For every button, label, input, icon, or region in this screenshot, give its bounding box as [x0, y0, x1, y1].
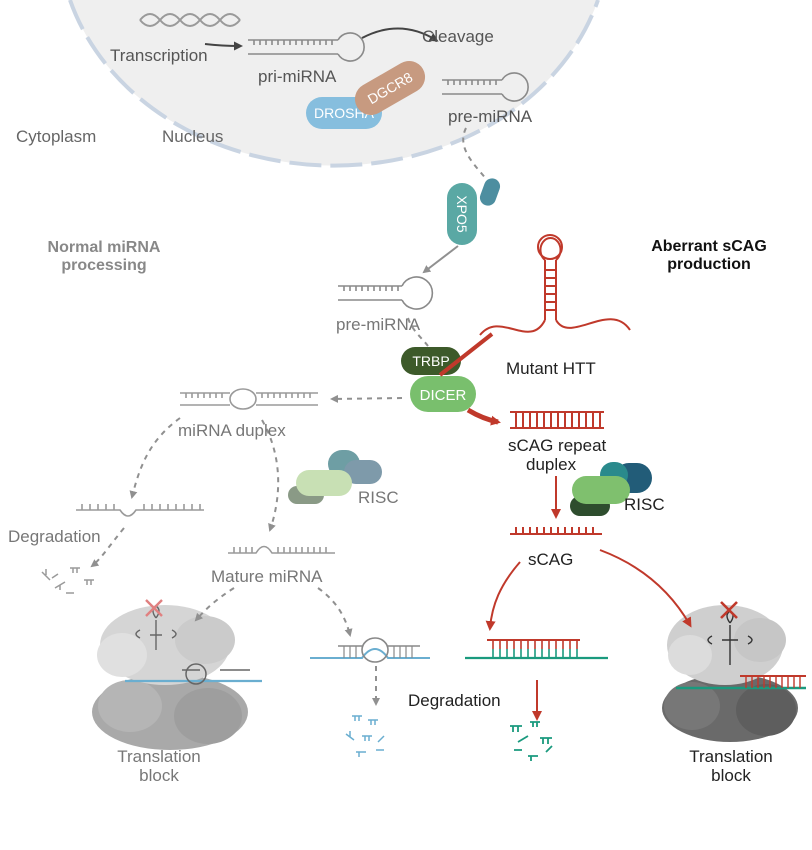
fragments-left-icon	[41, 567, 94, 594]
pri-mirna-hairpin	[248, 32, 365, 62]
dicer-protein: DICER	[410, 376, 476, 412]
mrna-target-duplex	[310, 637, 430, 663]
normal-processing-title-line1: Normal miRNA	[48, 239, 161, 256]
trbp-label: TRBP	[412, 353, 449, 369]
scag-label: sCAG	[528, 550, 573, 569]
scag-repeat-duplex-shape	[510, 411, 604, 429]
mature-mirna-shape	[228, 545, 335, 554]
mutant-htt-hairpin	[479, 234, 631, 336]
xpo5-label: XPO5	[454, 195, 470, 233]
dicer-label: DICER	[420, 387, 467, 404]
pri-mirna-label: pri-miRNA	[258, 67, 337, 86]
aberrant-title-line1: Aberrant sCAG	[651, 238, 767, 255]
aberrant-title-line2: production	[667, 256, 751, 273]
normal-processing-title-line2: processing	[61, 257, 146, 274]
translation-block-right-line2: block	[711, 766, 751, 785]
scag-repeat-duplex-label-line2: duplex	[526, 455, 577, 474]
arrows	[90, 27, 692, 721]
ribosome-left-icon	[92, 599, 262, 750]
ribosome-right-icon	[662, 601, 806, 742]
risc-left-label: RISC	[358, 488, 399, 507]
transcription-label: Transcription	[110, 46, 208, 65]
nucleus-region	[68, 0, 600, 168]
risc-complex-left-icon	[288, 450, 382, 504]
translation-block-right-line1: Translation	[689, 747, 772, 766]
xpo5-protein: XPO5	[447, 178, 501, 245]
translation-block-left-line1: Translation	[117, 747, 200, 766]
risc-right-label: RISC	[624, 495, 665, 514]
dna-helix-icon	[139, 13, 241, 27]
pre-mirna-nucleus-hairpin	[442, 72, 529, 102]
scag-repeat-duplex-label-line1: sCAG repeat	[508, 436, 607, 455]
scag-strand-shape	[510, 527, 602, 535]
fragments-teal-icon	[510, 721, 553, 761]
degradation-center-label: Degradation	[408, 691, 501, 710]
trbp-protein: TRBP	[401, 347, 461, 375]
mirna-duplex-label: miRNA duplex	[178, 421, 286, 440]
mature-mirna-label: Mature miRNA	[211, 567, 323, 586]
cleavage-label: Cleavage	[422, 27, 494, 46]
mutant-htt-label: Mutant HTT	[506, 359, 596, 378]
risc-complex-right-icon	[570, 462, 652, 516]
translation-block-left-line2: block	[139, 766, 179, 785]
text-labels: Transcription Cleavage pri-miRNA pre-miR…	[8, 27, 773, 785]
pre-mirna-nucleus-label: pre-miRNA	[448, 107, 533, 126]
mirna-duplex-shape	[180, 388, 318, 410]
pre-mirna-cyto-label: pre-miRNA	[336, 315, 421, 334]
cytoplasm-label: Cytoplasm	[16, 127, 96, 146]
fragments-blue-icon	[345, 715, 385, 757]
degrading-strand-left	[76, 504, 204, 517]
pre-mirna-cyto-hairpin	[338, 276, 434, 310]
degradation-left-label: Degradation	[8, 527, 101, 546]
nucleus-label: Nucleus	[162, 127, 223, 146]
scag-mrna-duplex	[465, 639, 608, 660]
